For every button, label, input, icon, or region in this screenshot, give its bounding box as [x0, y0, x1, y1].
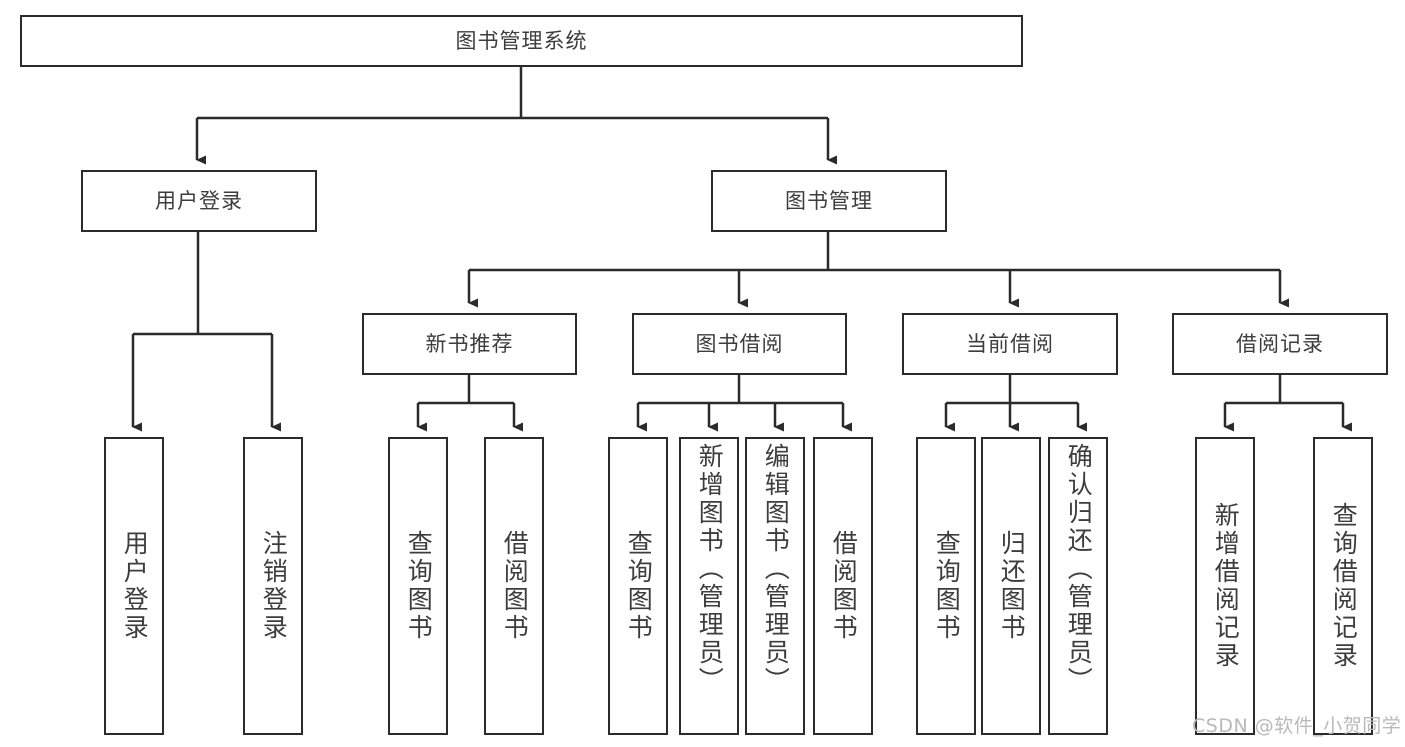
node-label: 新增借阅记录 — [1211, 502, 1241, 670]
node-label: 编辑图书（管理员） — [761, 443, 791, 695]
node-label: 图书管理 — [785, 188, 873, 213]
node-leaf-add-borrow-record[interactable]: 新增借阅记录 — [1195, 437, 1255, 735]
node-label: 借阅图书 — [829, 530, 859, 642]
node-new-book-recommend[interactable]: 新书推荐 — [362, 313, 577, 375]
node-borrow-record[interactable]: 借阅记录 — [1172, 313, 1388, 375]
node-label: 新书推荐 — [425, 331, 514, 356]
node-root-book-management-system[interactable]: 图书管理系统 — [20, 15, 1023, 67]
node-label: 查询图书 — [404, 530, 434, 642]
node-leaf-add-book-admin[interactable]: 新增图书（管理员） — [679, 437, 739, 735]
node-book-borrow[interactable]: 图书借阅 — [632, 313, 847, 375]
node-leaf-borrow-book-newbook[interactable]: 借阅图书 — [484, 437, 544, 735]
node-user-login[interactable]: 用户登录 — [81, 170, 317, 232]
node-leaf-confirm-return-admin[interactable]: 确认归还（管理员） — [1048, 437, 1108, 735]
csdn-watermark: CSDN @软件_小贺同学 — [1192, 715, 1402, 737]
node-label: 注销登录 — [259, 530, 289, 642]
node-current-borrow[interactable]: 当前借阅 — [902, 313, 1118, 375]
node-label: 查询借阅记录 — [1329, 502, 1359, 670]
node-leaf-logout[interactable]: 注销登录 — [243, 437, 303, 735]
node-leaf-user-login[interactable]: 用户登录 — [104, 437, 164, 735]
node-leaf-query-borrow-record[interactable]: 查询借阅记录 — [1313, 437, 1373, 735]
node-leaf-query-book-newbook[interactable]: 查询图书 — [388, 437, 448, 735]
node-label: 借阅图书 — [500, 530, 530, 642]
node-leaf-lend-book[interactable]: 借阅图书 — [813, 437, 873, 735]
node-leaf-return-book[interactable]: 归还图书 — [981, 437, 1041, 735]
node-book-management[interactable]: 图书管理 — [711, 170, 947, 232]
node-label: 借阅记录 — [1236, 331, 1324, 356]
node-label: 当前借阅 — [966, 331, 1054, 356]
node-label: 确认归还（管理员） — [1064, 443, 1094, 695]
node-label: 查询图书 — [624, 530, 654, 642]
node-leaf-query-book-borrow[interactable]: 查询图书 — [608, 437, 668, 735]
node-label: 归还图书 — [997, 530, 1027, 642]
node-label: 用户登录 — [155, 188, 243, 213]
node-label: 用户登录 — [120, 530, 150, 642]
node-leaf-edit-book-admin[interactable]: 编辑图书（管理员） — [745, 437, 805, 735]
node-label: 查询图书 — [932, 530, 962, 642]
node-label: 图书借阅 — [695, 331, 784, 356]
node-leaf-query-book-current[interactable]: 查询图书 — [916, 437, 976, 735]
node-label: 新增图书（管理员） — [695, 443, 725, 695]
node-label: 图书管理系统 — [455, 28, 588, 53]
